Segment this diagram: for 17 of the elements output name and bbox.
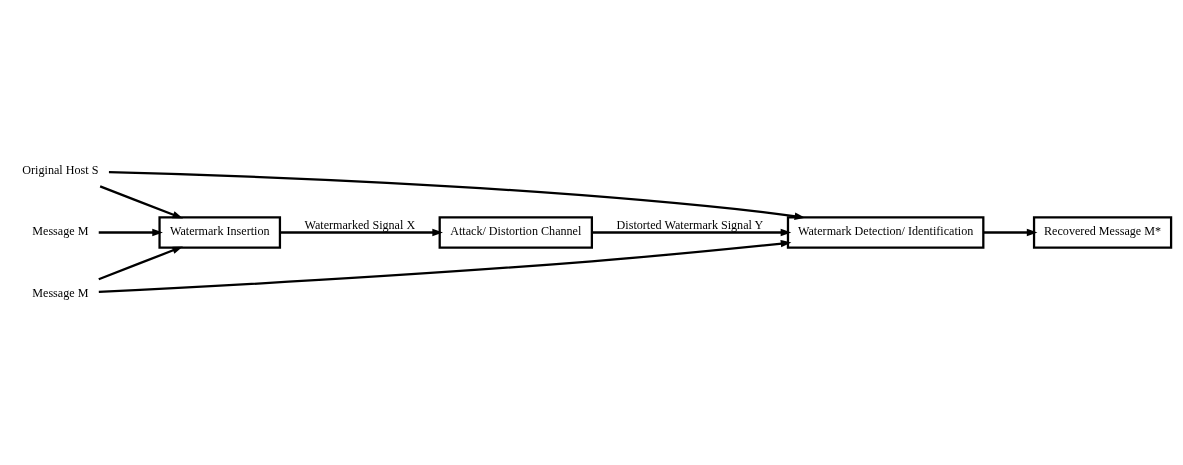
arrow (280, 228, 443, 237)
edge-label: Watermarked Signal X (304, 217, 416, 232)
arrow (98, 228, 163, 237)
arrow (108, 171, 806, 220)
node-box: Attack/ Distortion Channel (438, 216, 593, 249)
node-text: Message M (32, 224, 89, 239)
arrow (983, 228, 1038, 237)
node-box: Watermark Detection/ Identification (786, 216, 985, 249)
node-text: Original Host S (22, 163, 99, 178)
edge-label: Distorted Watermark Signal Y (616, 217, 764, 232)
node-text: Message M (32, 285, 89, 300)
node-box: Recovered Message M* (1032, 216, 1173, 249)
arrow (591, 228, 792, 237)
arrow (98, 239, 792, 294)
arrow (98, 246, 183, 281)
arrow (99, 185, 184, 219)
node-box: Watermark Insertion (158, 216, 282, 249)
